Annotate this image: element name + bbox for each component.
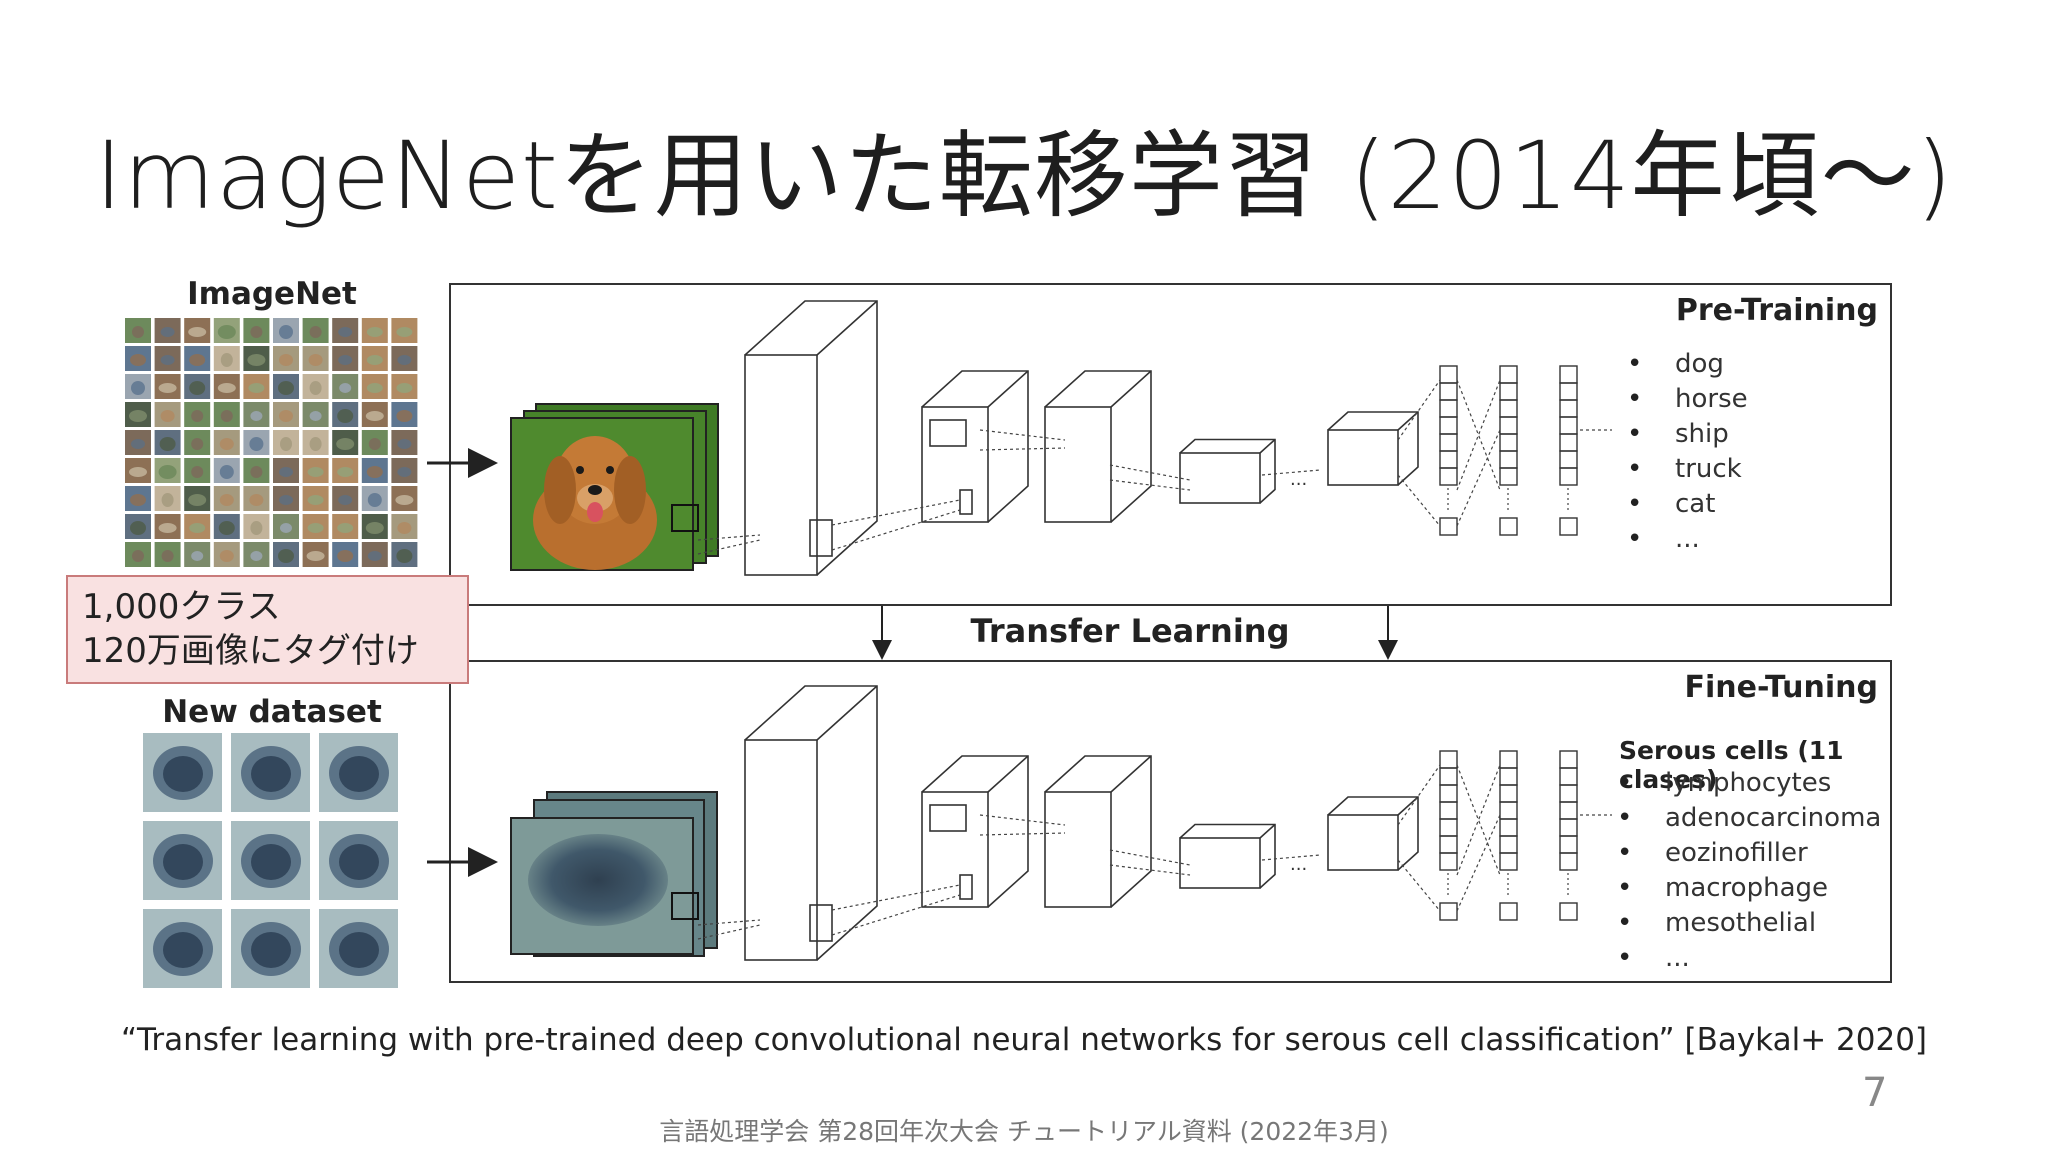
imagenet-label: ImageNet	[122, 276, 422, 312]
transfer-learning-label: Transfer Learning	[900, 612, 1360, 650]
citation: “Transfer learning with pre-trained deep…	[0, 1022, 2048, 1058]
footer: 言語処理学会 第28回年次大会 チュートリアル資料 (2022年3月)	[0, 1112, 2048, 1148]
callout-line: 1,000クラス	[82, 585, 453, 629]
cnn-finetuning: ...	[698, 686, 1612, 960]
new-dataset-label: New dataset	[122, 694, 422, 730]
new-dataset-cell-grid	[143, 733, 398, 988]
cell-photo-stack	[511, 792, 717, 956]
page-number: 7	[1862, 1070, 1887, 1116]
dog-photo-stack	[511, 404, 718, 570]
callout-line: 120万画像にタグ付け	[82, 629, 453, 673]
imagenet-thumbnail-grid	[125, 318, 417, 567]
imagenet-callout: 1,000クラス 120万画像にタグ付け	[66, 575, 469, 684]
cnn-pretraining: ...	[698, 301, 1612, 575]
